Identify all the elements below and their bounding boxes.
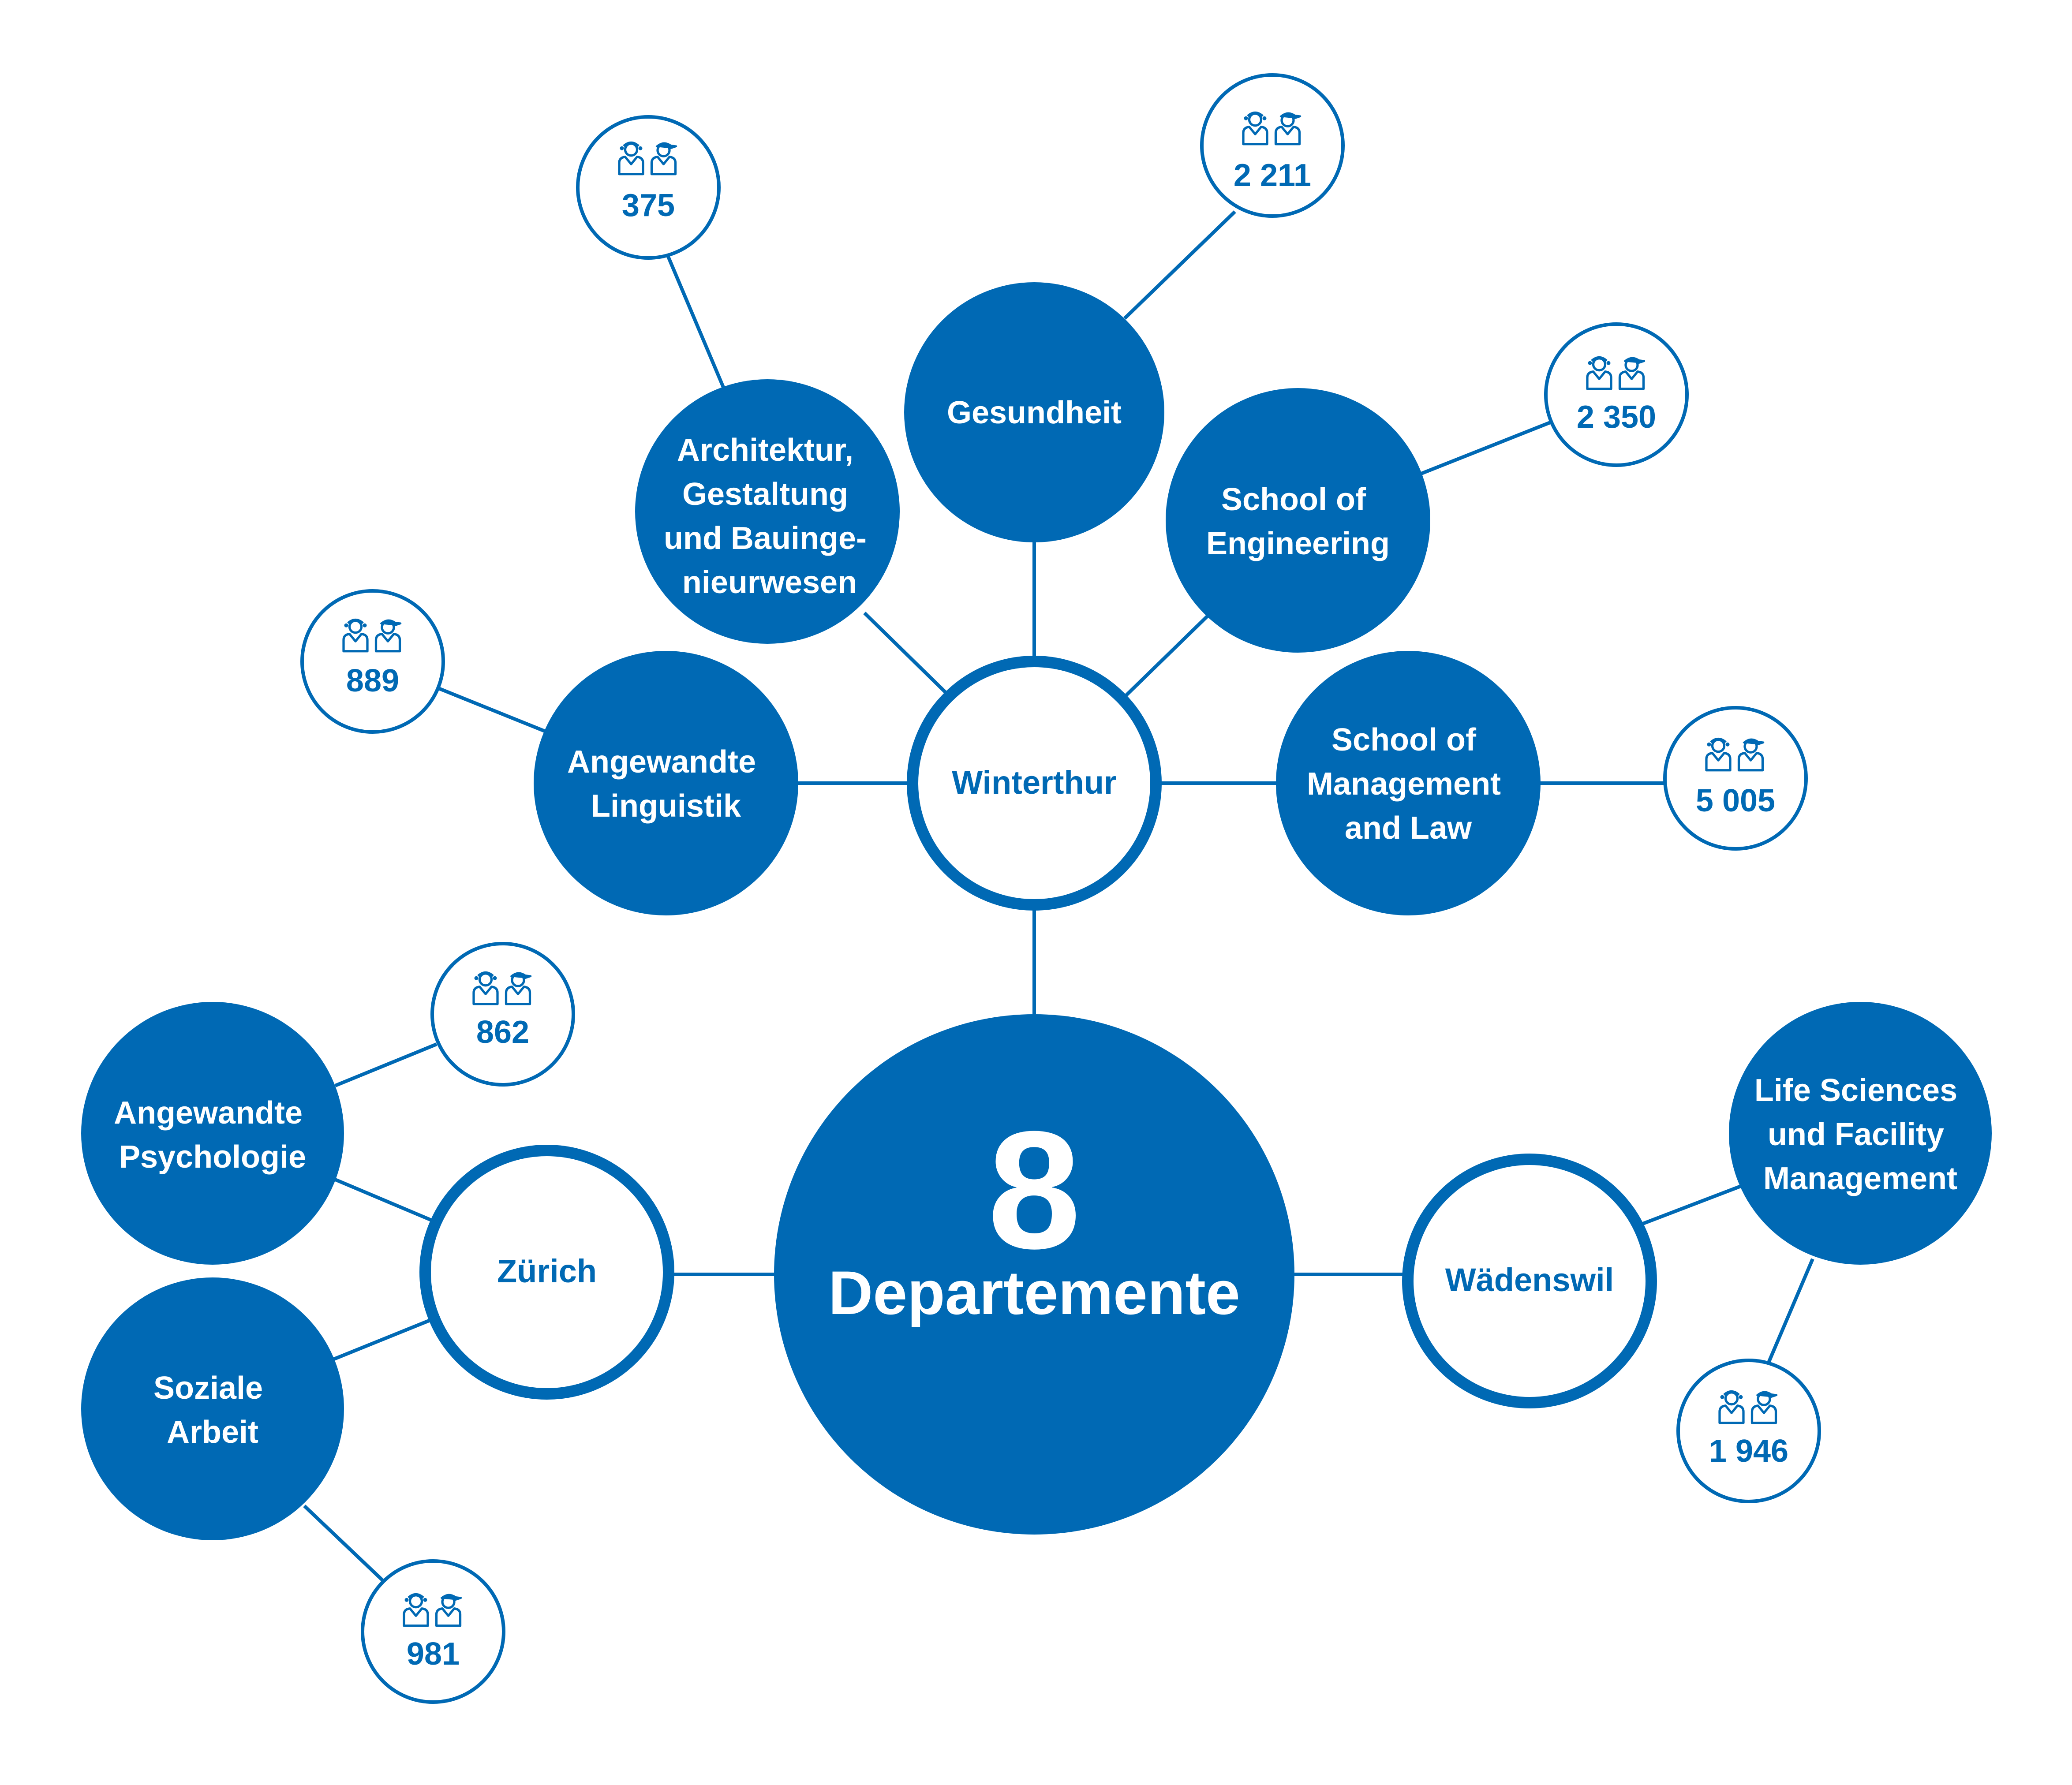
department-node-architektur: Architektur, Gestaltung und Bauinge- nie… [635, 379, 900, 644]
location-label: Winterthur [952, 764, 1116, 801]
connector-gesundheit-count [1123, 210, 1236, 320]
department-node-psychologie: Angewandte Psychologie [81, 1002, 344, 1265]
connector-wadenswil-lifesciences [1642, 1182, 1747, 1225]
department-node-management: School of Management and Law [1276, 651, 1541, 915]
department-label: Life Sciences und Facility Management [1754, 1073, 1966, 1196]
connector-soziale-count [303, 1505, 386, 1583]
connector-psychologie-count [334, 1042, 438, 1087]
student-count: 862 [476, 1015, 529, 1050]
department-label: Angewandte Psychologie [114, 1095, 311, 1175]
connector-zurich-soziale [330, 1317, 435, 1362]
department-label: Gesundheit [947, 395, 1122, 430]
student-count-psychologie: 862 [430, 942, 575, 1087]
connector-engineering-count [1419, 421, 1551, 476]
department-label: Architektur, Gestaltung und Bauinge- nie… [664, 433, 875, 600]
connectors [303, 210, 1814, 1583]
department-label: School of Management and Law [1307, 722, 1510, 846]
department-label: School of Engineering [1206, 482, 1390, 561]
department-node-gesundheit: Gesundheit [904, 282, 1164, 542]
student-count: 889 [346, 663, 399, 698]
student-count-management: 5 005 [1663, 706, 1808, 851]
student-count: 2 211 [1234, 158, 1311, 193]
location-node-wadenswil: Wädenswil [1402, 1154, 1657, 1408]
department-node-lifesciences: Life Sciences und Facility Management [1729, 1002, 1992, 1265]
location-label: Wädenswil [1445, 1262, 1614, 1298]
student-count-linguistik: 889 [300, 589, 445, 734]
hub-count: 8 [987, 1096, 1081, 1284]
department-label: Soziale Arbeit [153, 1370, 272, 1450]
connector-zurich-psychologie [334, 1178, 435, 1223]
student-count-architektur: 375 [576, 115, 721, 260]
department-node-engineering: School of Engineering [1166, 388, 1430, 653]
connector-winterthur-architektur [863, 612, 950, 696]
connector-linguistik-count [437, 686, 548, 734]
location-node-winterthur: Winterthur [907, 656, 1162, 911]
location-node-zurich: Zürich [419, 1145, 674, 1400]
student-count: 1 946 [1709, 1434, 1788, 1469]
hub-node: 8 Departemente [774, 1014, 1294, 1535]
student-count: 375 [622, 188, 675, 223]
student-count-engineering: 2 350 [1544, 322, 1689, 467]
student-count: 5 005 [1696, 783, 1775, 818]
student-count-lifesciences: 1 946 [1676, 1359, 1821, 1503]
department-node-linguistik: Angewandte Linguistik [534, 651, 798, 915]
location-label: Zürich [497, 1253, 597, 1289]
student-count-gesundheit: 2 211 [1200, 73, 1345, 218]
connector-winterthur-engineering [1121, 614, 1210, 700]
department-node-soziale: Soziale Arbeit [81, 1277, 344, 1540]
student-count: 2 350 [1577, 400, 1656, 435]
connector-lifesciences-count [1767, 1258, 1814, 1363]
student-count: 981 [407, 1636, 460, 1672]
connector-architektur-count [664, 250, 725, 388]
student-count-soziale: 981 [361, 1559, 505, 1704]
department-label: Angewandte Linguistik [567, 744, 765, 824]
hub-label: Departemente [828, 1258, 1240, 1327]
